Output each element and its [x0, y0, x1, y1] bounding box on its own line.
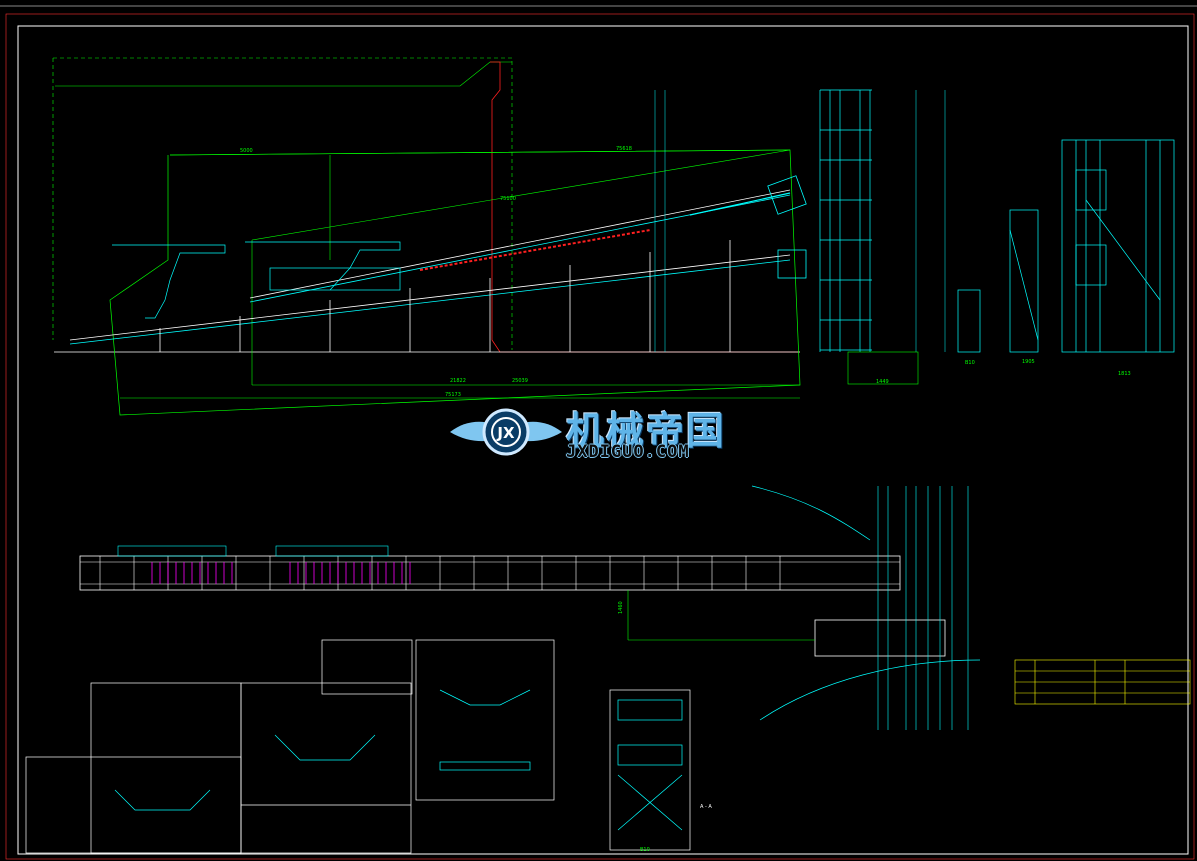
- title-block: [1014, 659, 1191, 705]
- dim-bottom-a: 21822: [450, 378, 466, 384]
- dim-tower-width: 1449: [876, 379, 889, 385]
- elevation-view: 5000 75618 75100 21822 25039 75173 1449: [52, 57, 946, 416]
- watermark-english: JXDIGUO.COM: [566, 442, 690, 462]
- belt-line: [69, 259, 791, 345]
- drawing-border: [17, 25, 1189, 855]
- dim-mid-col: 1905: [1022, 359, 1035, 365]
- watermark-chinese: 机械帝国: [566, 409, 727, 453]
- dim-top-right: 75618: [616, 146, 632, 152]
- belt-line: [249, 189, 791, 299]
- dim-right-col: 1813: [1118, 371, 1131, 377]
- dim-mid-right: 75100: [500, 196, 516, 202]
- watermark: JX 机械帝国 JXDIGUO.COM: [448, 398, 748, 466]
- belt-head: [689, 192, 791, 216]
- watermark-logo-icon: JX: [450, 408, 562, 456]
- belt-red-segment: [419, 229, 651, 271]
- detail-views: A - A B10: [25, 639, 712, 854]
- watermark-logo-letters: JX: [496, 424, 515, 442]
- svg-text:B10: B10: [965, 360, 975, 366]
- belt-line: [69, 254, 791, 341]
- section-label: A - A: [700, 804, 712, 810]
- dim-base-width: B10: [640, 847, 650, 853]
- side-towers: B10 1905 1813: [957, 139, 1175, 377]
- dim-bottom-b: 25039: [512, 378, 528, 384]
- dim-plan-vertical: 1460: [618, 601, 624, 614]
- plan-view: 1460: [79, 485, 981, 730]
- dim-top-left: 5000: [240, 148, 253, 154]
- dim-bottom-c: 75173: [445, 392, 461, 398]
- sheet-border: [5, 13, 1195, 860]
